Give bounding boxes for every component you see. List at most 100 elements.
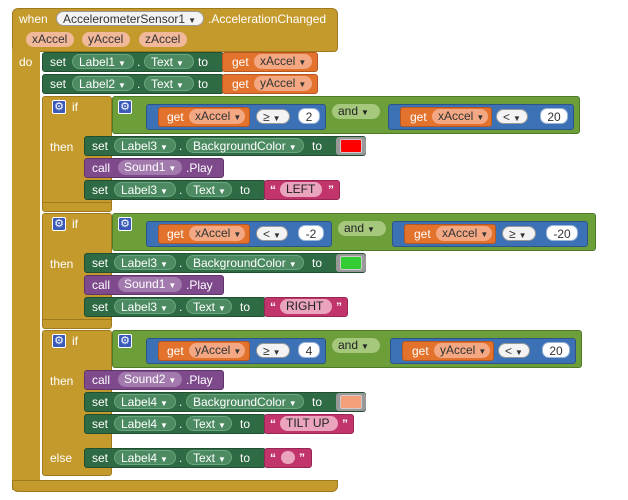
color-swatch[interactable] <box>340 395 362 409</box>
triangle-down-icon: ▼ <box>298 80 307 89</box>
gear-icon[interactable]: ⚙ <box>118 217 132 231</box>
when-keyword: when <box>19 12 48 26</box>
if-block-1-bottom <box>42 202 112 212</box>
logic-operator-dropdown[interactable]: and▼ <box>338 221 386 236</box>
triangle-down-icon: ▼ <box>160 260 168 269</box>
set-keyword: set <box>92 395 109 409</box>
gear-icon[interactable]: ⚙ <box>118 334 132 348</box>
then-keyword: then <box>50 374 74 388</box>
triangle-down-icon: ▼ <box>478 347 487 356</box>
property-dropdown[interactable]: BackgroundColor▼ <box>186 138 304 153</box>
operator-dropdown[interactable]: <▼ <box>496 109 528 124</box>
variable-dropdown[interactable]: xAccel▼ <box>436 226 492 241</box>
property-dropdown[interactable]: Text▼ <box>144 76 194 91</box>
triangle-down-icon: ▼ <box>272 114 281 123</box>
component-dropdown[interactable]: Label2▼ <box>72 76 134 91</box>
variable-dropdown[interactable]: xAccel▼ <box>189 226 245 241</box>
triangle-down-icon: ▼ <box>272 348 281 357</box>
get-keyword: get <box>167 227 184 241</box>
text-input[interactable] <box>281 451 295 464</box>
component-dropdown[interactable]: Sound1▼ <box>118 277 182 292</box>
param-zaccel[interactable]: zAccel <box>139 32 187 47</box>
dot: . <box>179 417 183 431</box>
text-input[interactable]: LEFT <box>280 182 322 197</box>
param-yaccel[interactable]: yAccel <box>82 32 130 47</box>
triangle-down-icon: ▼ <box>118 59 126 68</box>
operator-dropdown[interactable]: ≥▼ <box>502 226 536 241</box>
variable-dropdown[interactable]: xAccel▼ <box>189 109 245 124</box>
component-dropdown[interactable]: Sound1▼ <box>118 160 182 175</box>
set-keyword: set <box>92 417 109 431</box>
variable-dropdown[interactable]: yAccel▼ <box>189 343 245 358</box>
to-keyword: to <box>312 256 323 270</box>
do-keyword: do <box>19 55 33 69</box>
property-dropdown[interactable]: Text▼ <box>186 299 232 314</box>
property-dropdown[interactable]: Text▼ <box>186 450 232 465</box>
triangle-down-icon: ▼ <box>361 342 369 351</box>
logic-operator-dropdown[interactable]: and▼ <box>332 104 380 119</box>
number-input[interactable]: -20 <box>546 225 578 241</box>
method-name: .Play <box>186 161 213 175</box>
dot: . <box>179 395 183 409</box>
component-dropdown[interactable]: Sound2▼ <box>118 372 182 387</box>
event-name: .AccelerationChanged <box>208 12 327 26</box>
quote-close: ” <box>336 300 342 314</box>
variable-dropdown[interactable]: xAccel▼ <box>254 54 312 69</box>
text-input[interactable]: RIGHT <box>280 299 332 314</box>
variable-dropdown[interactable]: yAccel▼ <box>434 343 490 358</box>
quote-open: “ <box>270 183 276 197</box>
operator-dropdown[interactable]: ≥▼ <box>256 343 290 358</box>
param-xaccel[interactable]: xAccel <box>26 32 74 47</box>
dot: . <box>179 183 183 197</box>
color-swatch[interactable] <box>340 139 362 153</box>
operator-dropdown[interactable]: ≥▼ <box>256 109 290 124</box>
gear-icon[interactable]: ⚙ <box>52 217 66 231</box>
gear-icon[interactable]: ⚙ <box>52 100 66 114</box>
quote-open: “ <box>270 300 276 314</box>
property-dropdown[interactable]: Text▼ <box>144 54 194 69</box>
else-keyword: else <box>50 451 73 465</box>
event-component-dropdown[interactable]: AccelerometerSensor1▼ <box>56 11 204 26</box>
get-keyword: get <box>412 344 429 358</box>
component-dropdown[interactable]: Label3▼ <box>114 255 176 270</box>
component-dropdown[interactable]: Label3▼ <box>114 138 176 153</box>
then-keyword: then <box>50 257 74 271</box>
call-keyword: call <box>92 278 111 292</box>
triangle-down-icon: ▼ <box>176 81 184 90</box>
component-dropdown[interactable]: Label4▼ <box>114 450 176 465</box>
triangle-down-icon: ▼ <box>168 281 177 290</box>
property-dropdown[interactable]: Text▼ <box>186 416 232 431</box>
call-keyword: call <box>92 161 111 175</box>
gear-icon[interactable]: ⚙ <box>52 334 66 348</box>
number-input[interactable]: 4 <box>298 342 320 358</box>
to-keyword: to <box>198 55 209 69</box>
number-input[interactable]: -2 <box>298 225 324 241</box>
text-input[interactable]: TILT UP <box>280 416 338 431</box>
variable-dropdown[interactable]: xAccel▼ <box>432 109 488 124</box>
event-block-bottom <box>12 480 338 492</box>
component-dropdown[interactable]: Label4▼ <box>114 416 176 431</box>
property-dropdown[interactable]: Text▼ <box>186 182 232 197</box>
gear-icon[interactable]: ⚙ <box>118 100 132 114</box>
property-dropdown[interactable]: BackgroundColor▼ <box>186 394 304 409</box>
number-input[interactable]: 20 <box>540 108 568 124</box>
dot: . <box>179 139 183 153</box>
component-dropdown[interactable]: Label1▼ <box>72 54 134 69</box>
number-input[interactable]: 20 <box>542 342 570 358</box>
logic-operator-dropdown[interactable]: and▼ <box>332 338 380 353</box>
triangle-down-icon: ▼ <box>288 399 297 408</box>
component-dropdown[interactable]: Label3▼ <box>114 299 176 314</box>
number-input[interactable]: 2 <box>298 108 320 124</box>
operator-dropdown[interactable]: <▼ <box>498 343 530 358</box>
component-dropdown[interactable]: Label3▼ <box>114 182 176 197</box>
operator-dropdown[interactable]: <▼ <box>256 226 288 241</box>
triangle-down-icon: ▼ <box>168 376 177 385</box>
component-dropdown[interactable]: Label4▼ <box>114 394 176 409</box>
triangle-down-icon: ▼ <box>367 225 375 234</box>
triangle-down-icon: ▼ <box>160 421 168 430</box>
quote-open: “ <box>270 451 276 465</box>
color-swatch[interactable] <box>340 256 362 270</box>
variable-dropdown[interactable]: yAccel▼ <box>254 76 312 91</box>
to-keyword: to <box>312 139 323 153</box>
property-dropdown[interactable]: BackgroundColor▼ <box>186 255 304 270</box>
